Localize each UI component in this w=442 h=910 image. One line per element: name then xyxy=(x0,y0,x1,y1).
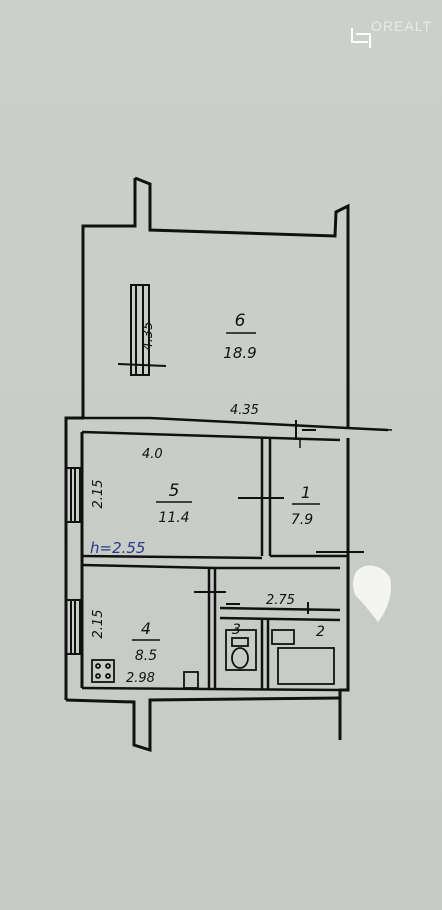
dim-room5-depth: 2.15 xyxy=(91,480,106,509)
paper-blotch xyxy=(353,565,392,622)
room4-number: 4 xyxy=(141,619,151,638)
crop-icon[interactable] xyxy=(351,28,371,48)
watermark: OREALT xyxy=(371,18,432,34)
window-room6 xyxy=(130,284,150,376)
window-room5 xyxy=(65,467,81,523)
room4-area: 8.5 xyxy=(135,648,157,664)
dim-room4-width: 2.98 xyxy=(126,671,155,686)
height-note: h=2.55 xyxy=(90,539,145,557)
room5-number: 5 xyxy=(169,481,180,501)
dim-room6-length: 4.35 xyxy=(141,322,156,351)
dim-room5-width: 4.0 xyxy=(142,447,163,462)
room2-number: 2 xyxy=(316,624,325,640)
outer-walls xyxy=(64,176,350,753)
room1-number: 1 xyxy=(301,483,311,502)
dim-corridor: 2.75 xyxy=(266,593,295,608)
toilet-icon xyxy=(225,629,257,671)
bathtub-icon xyxy=(271,629,335,685)
door-marks xyxy=(117,363,364,614)
dim-room6-width: 4.35 xyxy=(230,403,259,418)
balcony-rail xyxy=(299,427,393,448)
dim-room4-depth: 2.15 xyxy=(91,610,106,639)
watermark-text: OREALT xyxy=(371,18,432,34)
sink-icon xyxy=(183,671,199,689)
room5-area: 11.4 xyxy=(158,510,189,526)
room6-number: 6 xyxy=(235,311,246,331)
room6-area: 18.9 xyxy=(223,344,256,362)
room1-area: 7.9 xyxy=(291,512,313,528)
stove-icon xyxy=(91,659,115,683)
room3-number: 3 xyxy=(232,622,241,638)
window-room4 xyxy=(65,599,81,655)
